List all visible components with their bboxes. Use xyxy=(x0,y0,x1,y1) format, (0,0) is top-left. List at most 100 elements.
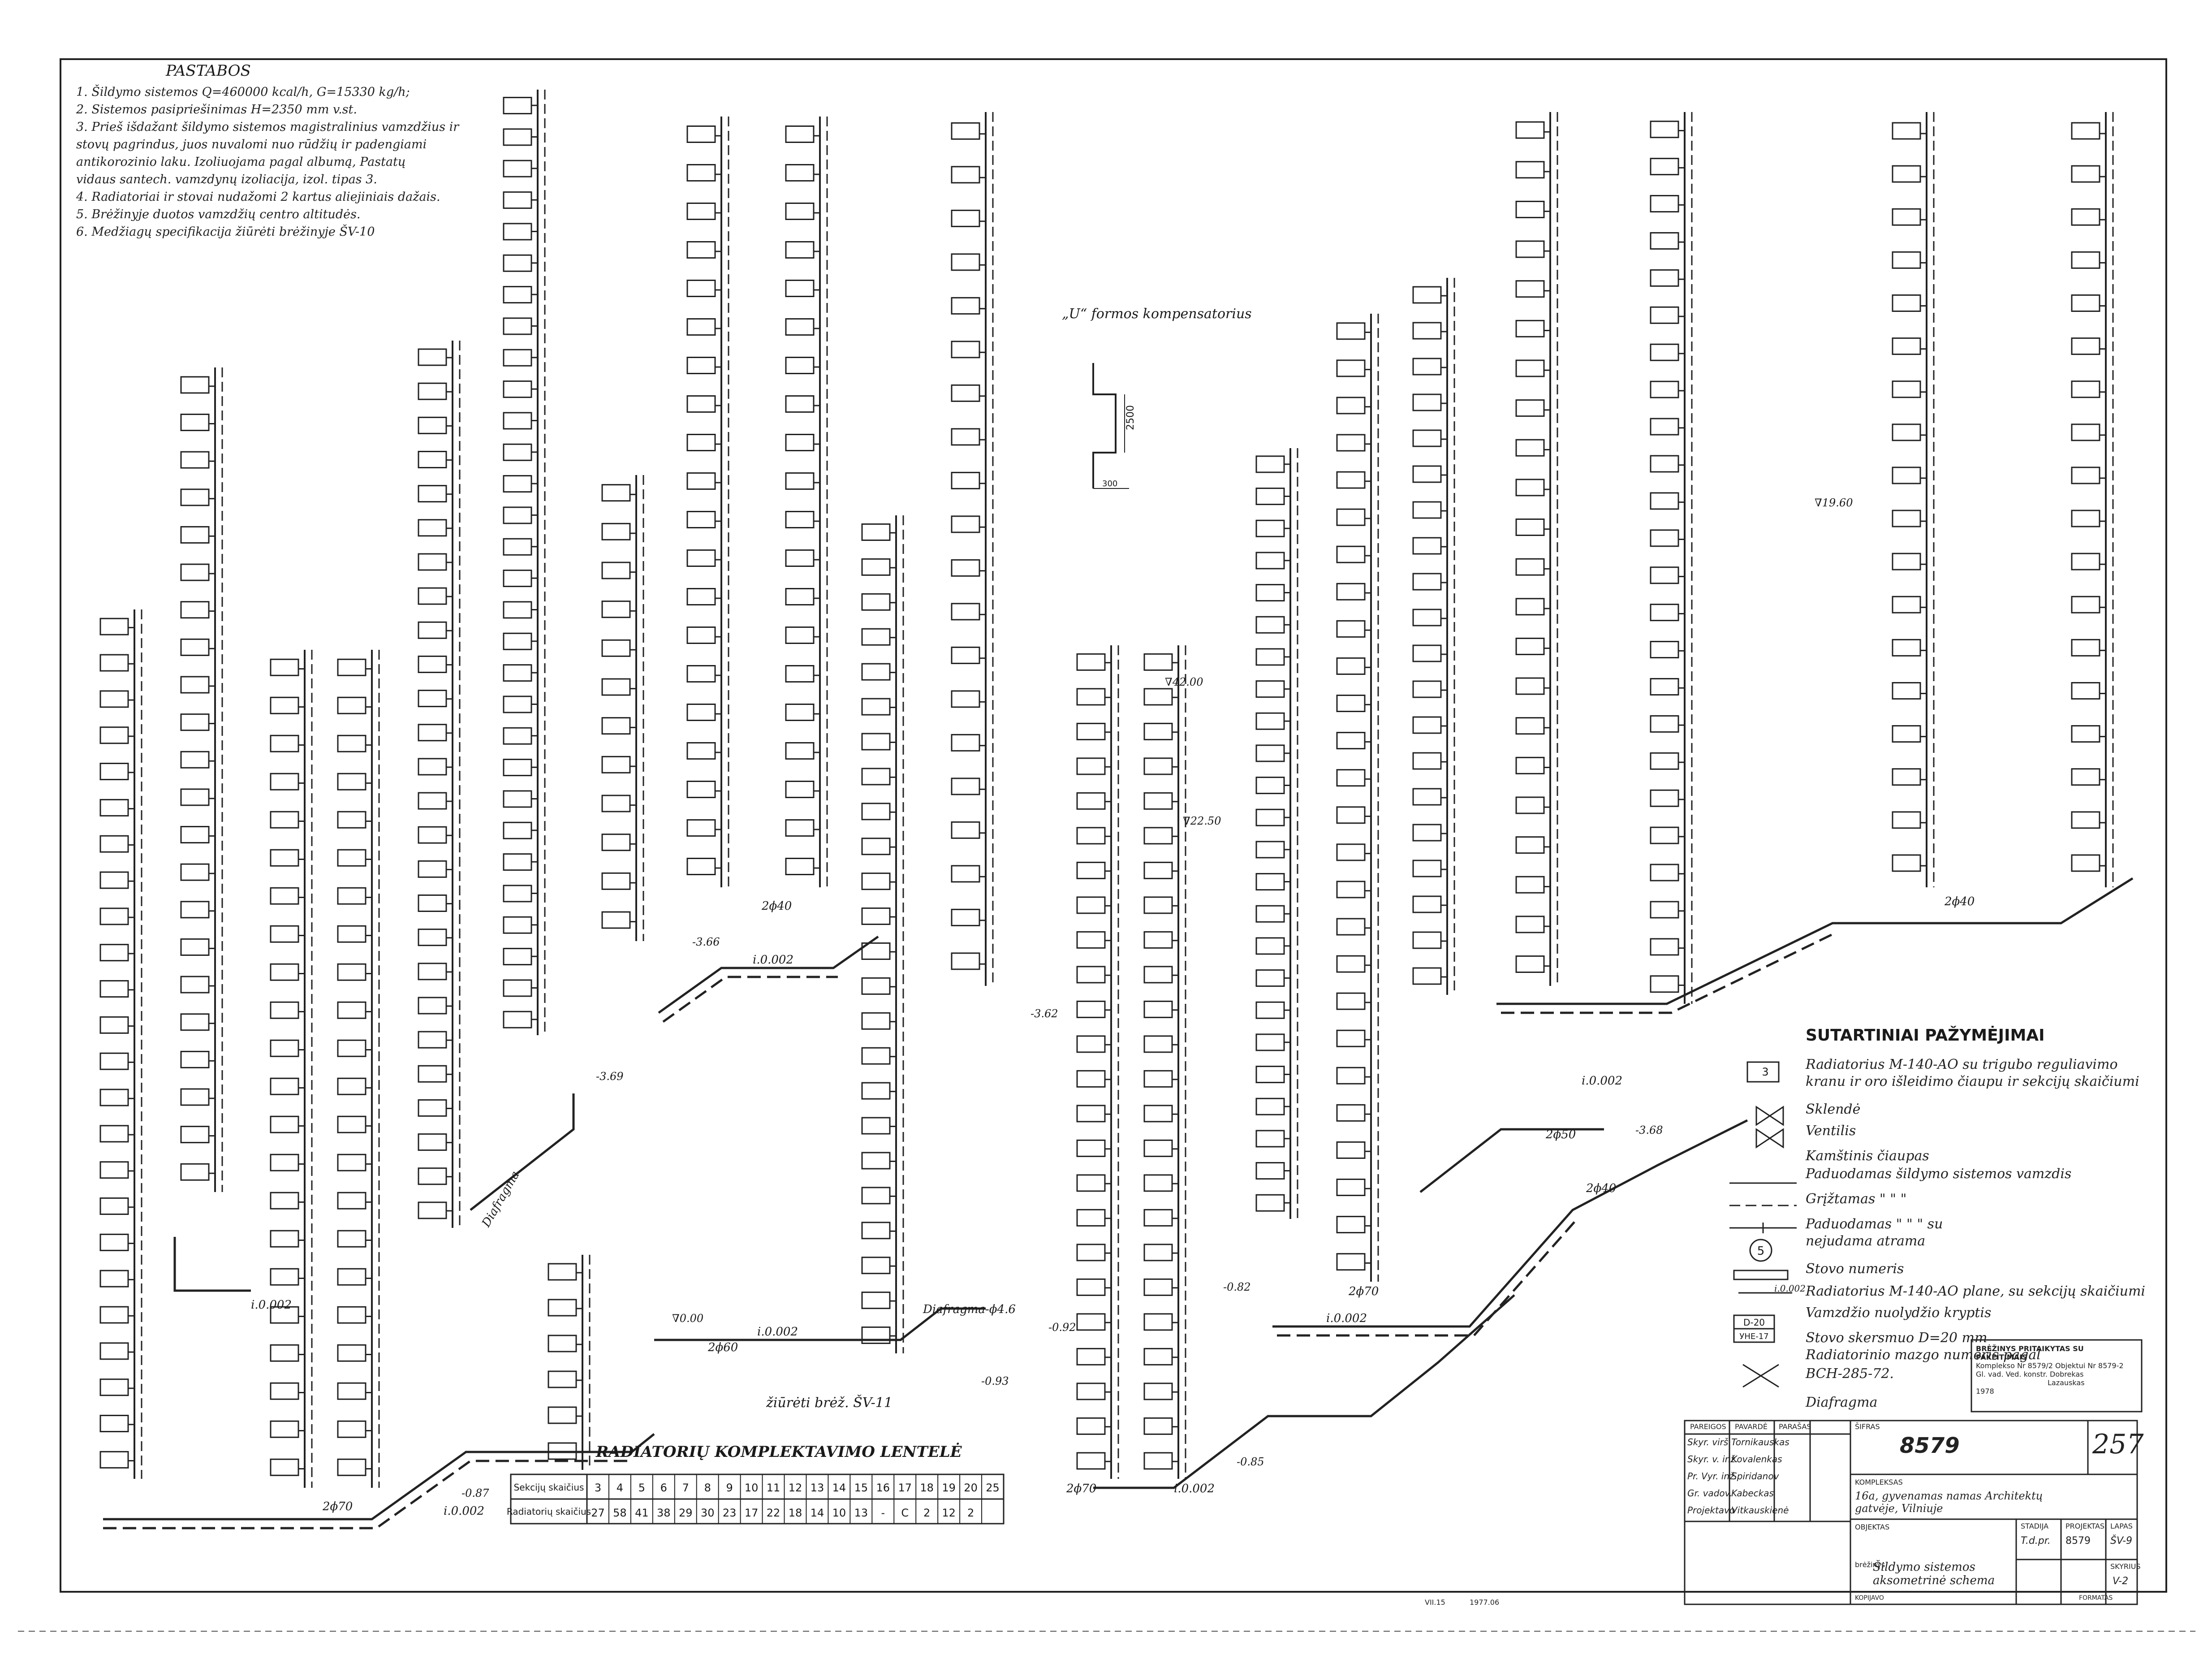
radiator-box xyxy=(1412,716,1442,734)
annotation-diaphragm-2: Diafragma-ϕ4.6 xyxy=(923,1303,1016,1316)
radiator-box xyxy=(99,799,129,817)
radiator-box xyxy=(1336,508,1366,526)
compensator-dim2: 300 xyxy=(1102,479,1117,488)
stage-label: STADIJA xyxy=(2021,1522,2049,1530)
radiator-box xyxy=(270,773,299,791)
annotation-pipe-3: 2ϕ60 xyxy=(707,1341,738,1354)
radiator-box xyxy=(99,980,129,998)
radiator-box xyxy=(1076,792,1106,810)
main-pipes xyxy=(103,877,2134,1529)
radiator-box xyxy=(1650,566,1679,584)
radiator-box xyxy=(337,734,367,752)
notes-block: PASTABOS 1. Šildymo sistemos Q=460000 kc… xyxy=(76,62,569,250)
main-pipe-center-upper xyxy=(658,935,879,1014)
radiator-box xyxy=(503,254,532,272)
radiator-box xyxy=(503,475,532,493)
radiator-box xyxy=(1892,467,1921,484)
radiator-box xyxy=(99,1378,129,1396)
table-row-label: Sekcijų skaičius xyxy=(514,1482,584,1493)
legend-item: Paduodamas šildymo sistemos vamzdis xyxy=(1806,1166,2072,1182)
radiator-box xyxy=(1076,1105,1106,1123)
radiator-box xyxy=(180,1050,210,1068)
annotation-elev-10: ∇0.00 xyxy=(672,1312,703,1325)
radiator-box xyxy=(418,724,447,742)
radiator-box xyxy=(951,471,980,489)
radiator-box xyxy=(1892,768,1921,786)
radiator-box xyxy=(1892,337,1921,355)
legend-sample-riser: 5 xyxy=(1757,1244,1765,1258)
radiator-box xyxy=(1143,861,1173,879)
radiator-box xyxy=(951,690,980,708)
main-pipe-right-upper-return xyxy=(1501,931,1838,1014)
legend-radiator-symbol xyxy=(1746,1061,1780,1083)
radiator-box xyxy=(337,1230,367,1248)
radiator-box xyxy=(270,963,299,981)
table-section-cell: 4 xyxy=(617,1482,623,1494)
col-header-name: PAVARDĖ xyxy=(1735,1422,1768,1431)
radiator-box xyxy=(1336,1029,1366,1047)
annotation-slope-2: i.0.002 xyxy=(753,953,793,967)
radiator-box xyxy=(601,756,631,773)
radiator-box xyxy=(601,834,631,851)
radiator-box xyxy=(180,414,210,432)
radiator-box xyxy=(418,997,447,1015)
radiator-box xyxy=(180,601,210,619)
radiator-box xyxy=(503,538,532,556)
radiator-box xyxy=(337,658,367,676)
main-pipe-left-branch xyxy=(173,1237,251,1292)
risers-group xyxy=(99,90,2114,1488)
notes-title: PASTABOS xyxy=(166,62,251,80)
radiator-box xyxy=(180,976,210,994)
radiator-box xyxy=(601,484,631,502)
radiator-box xyxy=(1255,744,1285,762)
legend-item: nejudama atrama xyxy=(1806,1233,1926,1249)
radiator-box xyxy=(1336,918,1366,936)
radiator-box xyxy=(1892,811,1921,829)
annotation-slope-5: i.0.002 xyxy=(1582,1074,1622,1088)
radiator-box xyxy=(1650,492,1679,510)
radiator-box xyxy=(686,511,716,528)
radiator-box xyxy=(861,1222,891,1240)
table-count-cell: 14 xyxy=(811,1507,824,1519)
radiator-box xyxy=(1892,251,1921,269)
radiator-box xyxy=(1412,537,1442,555)
radiator-box xyxy=(1412,573,1442,591)
legend-sample-unit: УНЕ-17 xyxy=(1739,1332,1768,1341)
radiator-box xyxy=(686,588,716,605)
annotation-see-drawing: žiūrėti brėž. ŠV-11 xyxy=(766,1395,893,1411)
radiator-box xyxy=(1650,121,1679,138)
radiator-box xyxy=(1143,1035,1173,1053)
radiator-box xyxy=(503,97,532,115)
radiator-box xyxy=(1255,712,1285,730)
radiator-box xyxy=(1650,455,1679,473)
radiator-box xyxy=(2071,639,2100,657)
radiator-box xyxy=(503,412,532,430)
radiator-box xyxy=(1076,1452,1106,1470)
table-title: RADIATORIŲ KOMPLEKTAVIMO LENTELĖ xyxy=(596,1443,962,1461)
radiator-box xyxy=(503,191,532,209)
stamp-line-1: BRĖŽINYS PRITAIKYTAS SU PAKEITIMAIS xyxy=(1976,1344,2084,1361)
radiator-box xyxy=(1143,792,1173,810)
radiator-box xyxy=(951,646,980,664)
radiator-box xyxy=(337,696,367,714)
radiator-box xyxy=(503,632,532,650)
radiator-box xyxy=(1076,1070,1106,1088)
radiator-box xyxy=(1412,824,1442,842)
sheet-number-big: 257 xyxy=(2092,1429,2144,1460)
radiator-box xyxy=(785,280,815,297)
radiator-box xyxy=(2071,165,2100,183)
radiator-box xyxy=(1143,1382,1173,1400)
radiator-box xyxy=(1255,1066,1285,1084)
stamp-line-3: Gl. vad. Ved. konstr. Dobrekas xyxy=(1976,1370,2084,1378)
radiator-box xyxy=(1650,901,1679,919)
col-header-sign: PARAŠAS xyxy=(1779,1422,1811,1431)
radiator-box xyxy=(951,209,980,227)
legend-item: Diafragma xyxy=(1806,1395,1878,1410)
radiator-box xyxy=(270,1001,299,1019)
radiator-box xyxy=(1412,465,1442,483)
main-pipe-left-rise xyxy=(470,1093,575,1211)
radiator-box xyxy=(418,1167,447,1185)
radiator-box xyxy=(1143,1000,1173,1018)
radiator-box xyxy=(180,938,210,956)
radiator-box xyxy=(785,203,815,220)
